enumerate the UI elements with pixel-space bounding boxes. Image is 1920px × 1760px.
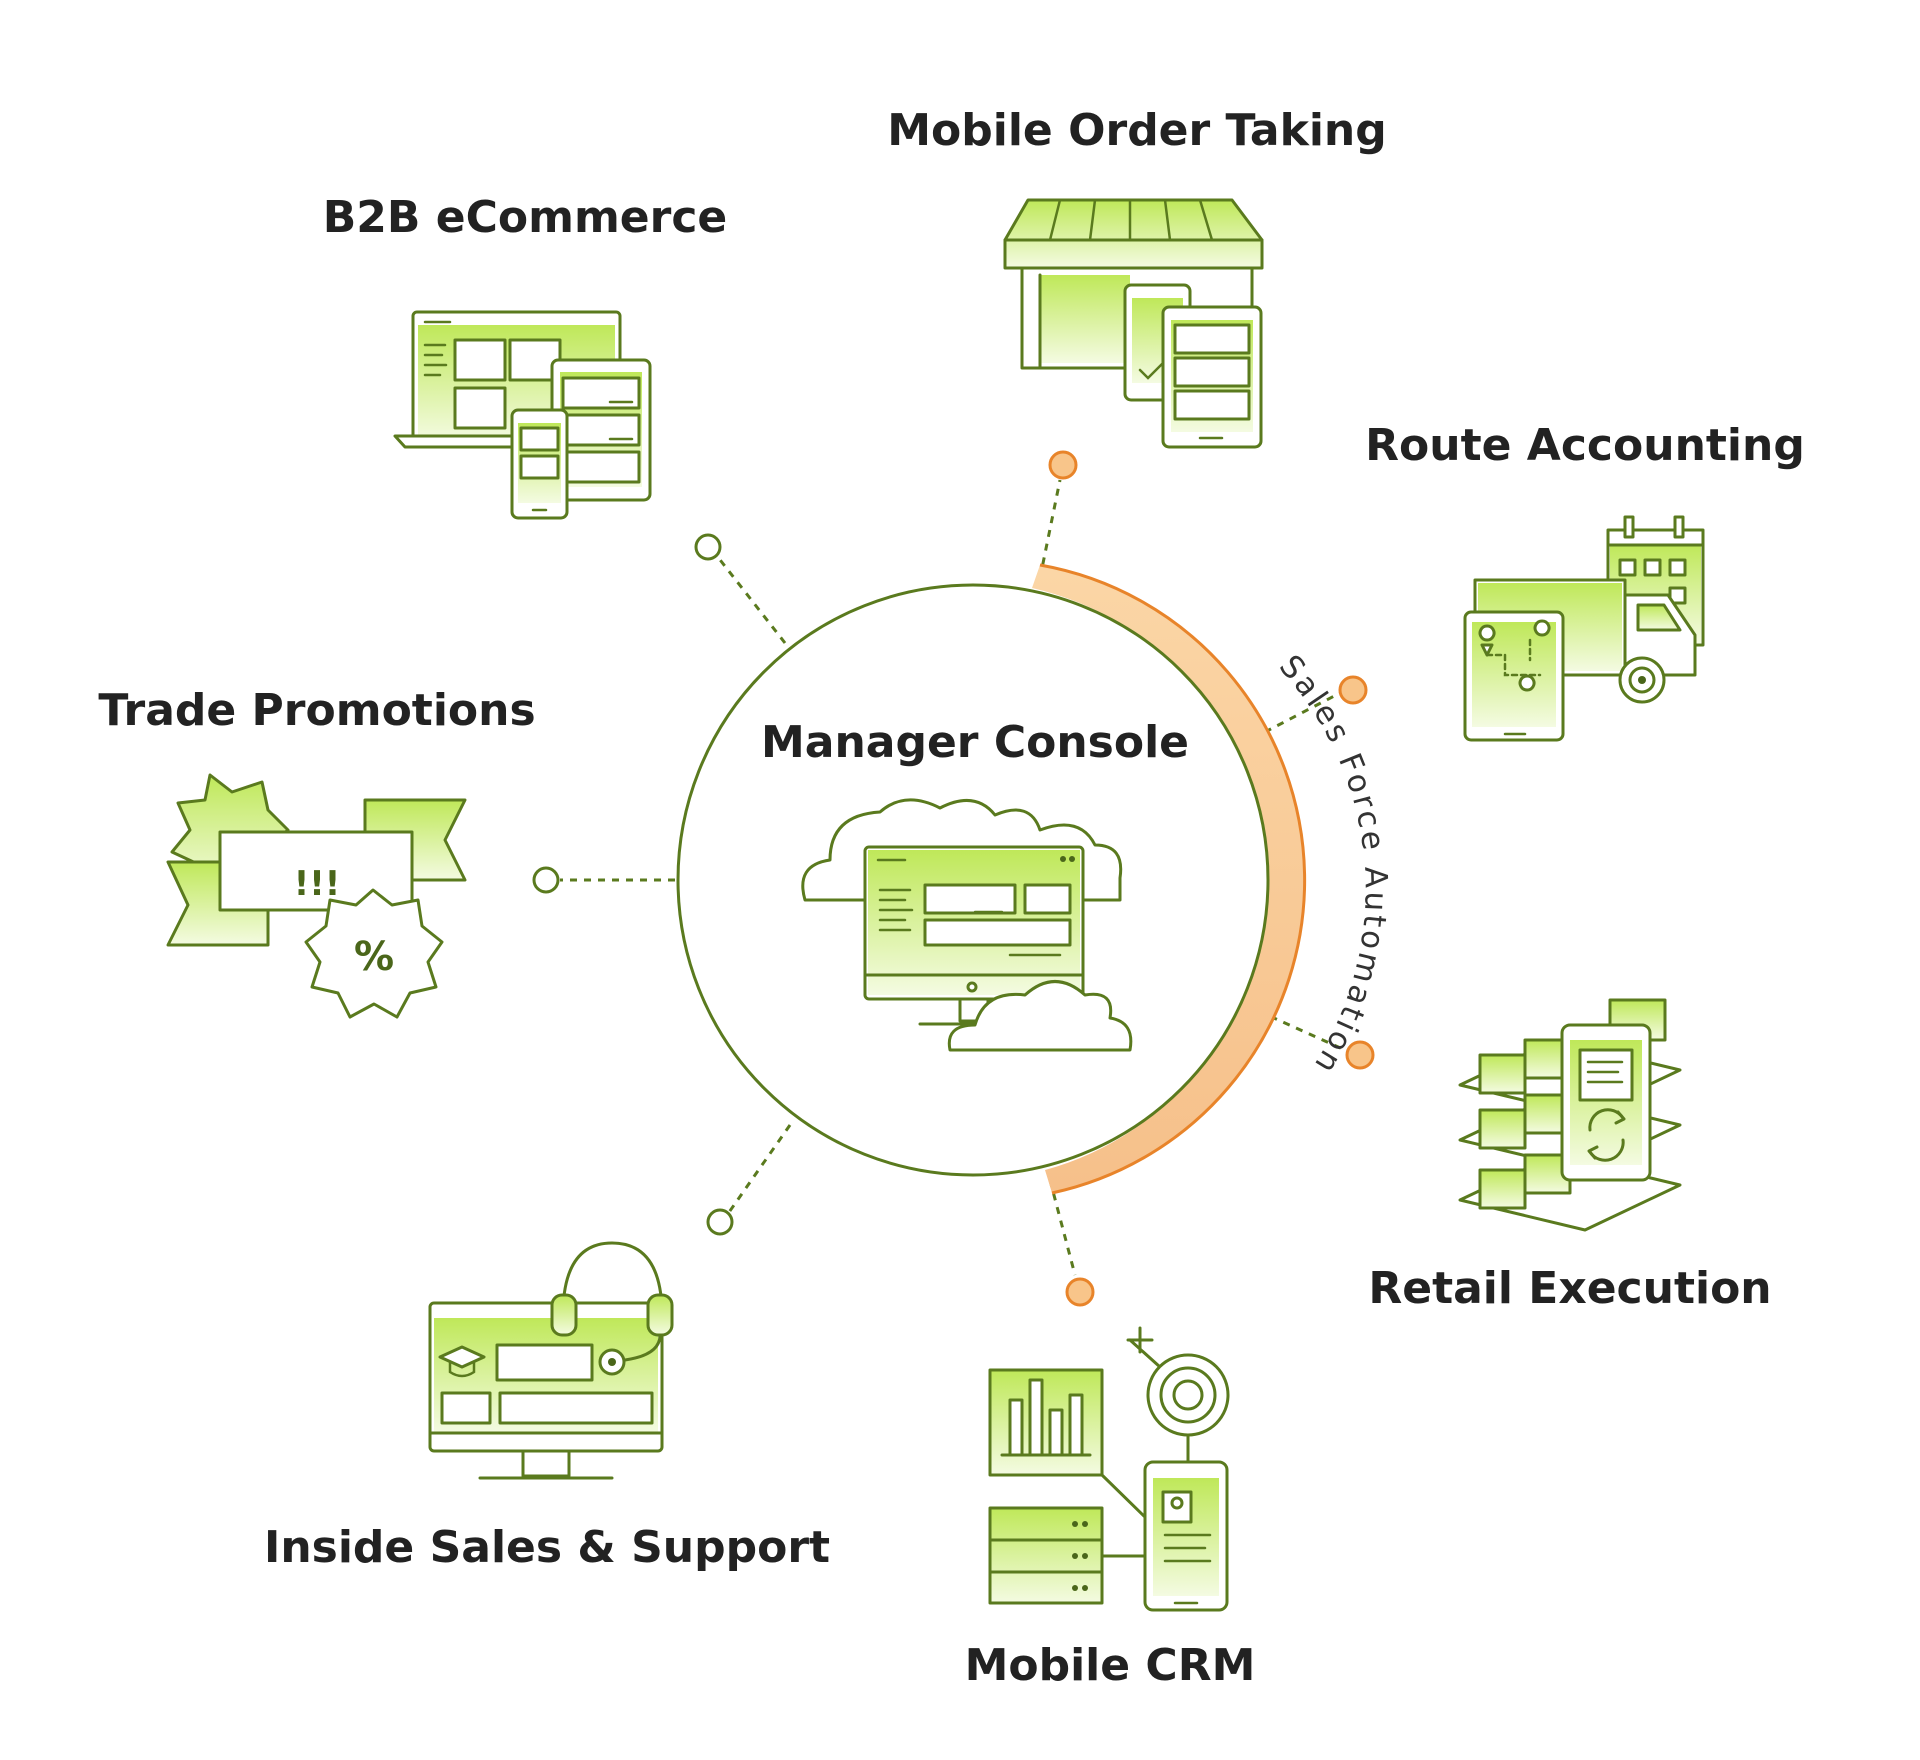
promotion-banner-icon: !!! % bbox=[166, 773, 467, 1019]
label-inside: Inside Sales & Support bbox=[264, 1522, 830, 1573]
connector-dot-inside bbox=[706, 1208, 734, 1236]
connector-dot-retail bbox=[1345, 1040, 1375, 1070]
label-b2b: B2B eCommerce bbox=[323, 192, 728, 243]
connectors bbox=[532, 450, 1375, 1307]
center-title: Manager Console bbox=[761, 717, 1189, 768]
connector-dot-route bbox=[1338, 675, 1368, 705]
svg-text:!!!: !!! bbox=[294, 864, 341, 904]
label-crm: Mobile CRM bbox=[965, 1640, 1256, 1691]
delivery-truck-icon bbox=[1463, 515, 1705, 742]
headset-monitor-icon bbox=[428, 1241, 674, 1480]
svg-text:%: % bbox=[354, 934, 394, 980]
devices-icon bbox=[393, 310, 652, 520]
cloud-monitor-icon bbox=[801, 798, 1133, 1052]
connector-dot-crm bbox=[1065, 1277, 1095, 1307]
storefront-icon bbox=[1003, 198, 1264, 449]
connector-dot-trade bbox=[532, 866, 560, 894]
label-route: Route Accounting bbox=[1365, 420, 1805, 471]
label-trade: Trade Promotions bbox=[98, 685, 535, 736]
connector-dot-mot bbox=[1048, 450, 1078, 480]
warehouse-sync-icon bbox=[1458, 998, 1682, 1232]
crm-phone-icon bbox=[988, 1326, 1230, 1612]
label-mot: Mobile Order Taking bbox=[887, 105, 1387, 156]
label-retail: Retail Execution bbox=[1368, 1263, 1771, 1314]
connector-dot-b2b bbox=[694, 533, 722, 561]
manager-console: Manager Console bbox=[676, 583, 1270, 1177]
sales-force-arc bbox=[1032, 563, 1307, 1195]
